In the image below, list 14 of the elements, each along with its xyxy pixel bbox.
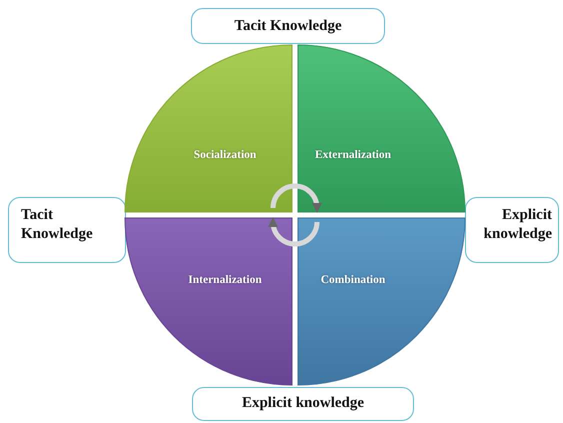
label-box bbox=[192, 387, 414, 421]
quadrant-label: Socialization bbox=[194, 149, 256, 161]
label-box bbox=[8, 197, 126, 263]
label-box bbox=[465, 197, 559, 263]
knowledge-label: Tacit Knowledge bbox=[21, 206, 94, 244]
quadrant-label: Internalization bbox=[188, 274, 262, 286]
cycle-arrow bbox=[268, 217, 320, 246]
quadrant-label: Externalization bbox=[314, 149, 392, 161]
knowledge-label: Explicit knowledge bbox=[482, 206, 552, 244]
label-box bbox=[191, 8, 385, 44]
cycle-arrow bbox=[270, 184, 322, 213]
knowledge-label: Explicit knowledge bbox=[240, 394, 366, 413]
knowledge-label: Tacit Knowledge bbox=[233, 17, 343, 36]
quadrant-label: Combination bbox=[320, 274, 386, 286]
